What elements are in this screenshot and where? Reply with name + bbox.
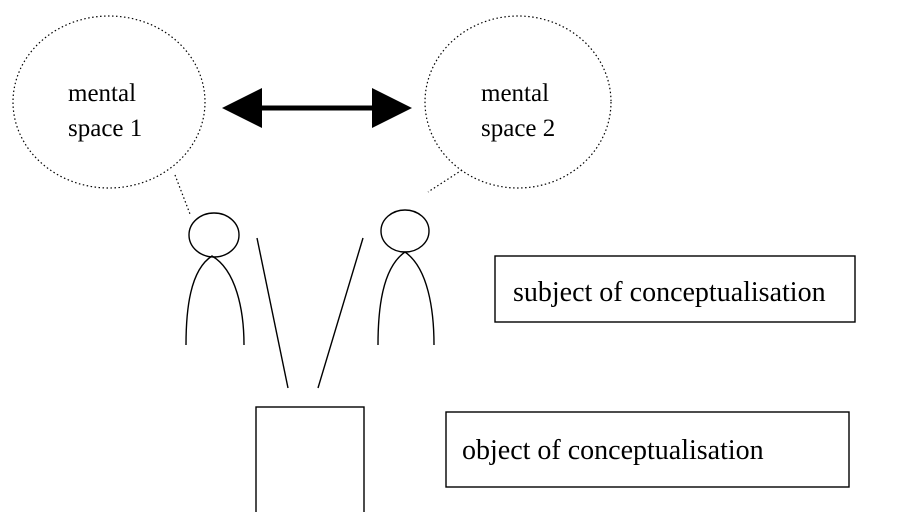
mental-space-1-line2: space 1 xyxy=(68,115,142,142)
person-1-body xyxy=(185,255,245,346)
sight-line-1 xyxy=(256,237,289,389)
person-2-figure xyxy=(377,209,435,346)
object-label: object of conceptualisation xyxy=(462,435,764,466)
person-1-figure xyxy=(185,212,245,346)
mental-space-2-bubble xyxy=(424,15,612,189)
mental-space-2: mental space 2 xyxy=(424,15,612,189)
person-2-head xyxy=(380,209,430,253)
subject-label: subject of conceptualisation xyxy=(513,277,826,308)
sight-line-2 xyxy=(317,237,364,389)
mental-space-2-line2: space 2 xyxy=(481,115,555,142)
subject-label-box: subject of conceptualisation xyxy=(494,255,856,323)
thought-connector-1 xyxy=(174,174,191,215)
person-1-head xyxy=(188,212,240,258)
mental-space-1-line1: mental xyxy=(68,80,136,107)
mental-space-2-line1: mental xyxy=(481,80,549,107)
thought-connector-2 xyxy=(427,169,463,193)
mental-space-1: mental space 1 xyxy=(12,15,206,189)
mental-space-1-bubble xyxy=(12,15,206,189)
object-box xyxy=(255,406,365,512)
object-label-box: object of conceptualisation xyxy=(445,411,850,488)
person-2-body xyxy=(377,251,435,346)
